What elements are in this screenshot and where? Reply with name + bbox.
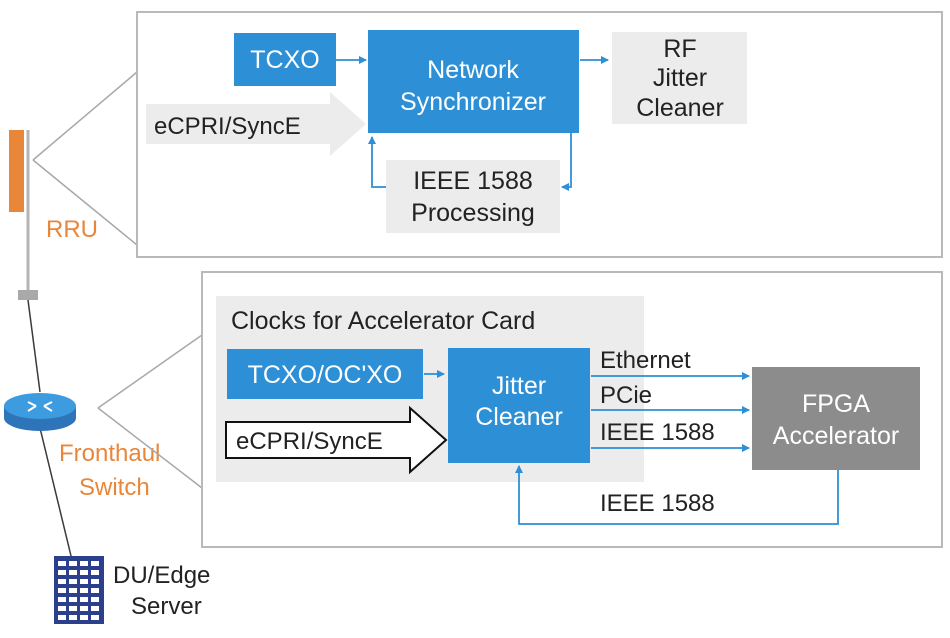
rru-ecpri-synce-arrow (146, 92, 366, 156)
processing-to-sync-arrow (368, 136, 386, 188)
switch-zoom-line-bottom (97, 407, 203, 489)
accel-panel-title: Clocks for Accelerator Card (231, 307, 535, 335)
jitter-cleaner-label-line-1: Jitter (492, 372, 546, 400)
fpga-feedback-arrow (515, 465, 839, 525)
server-window (58, 570, 66, 575)
server-window (69, 615, 77, 620)
rru-antenna-icon (9, 130, 38, 300)
rf-jitter-cleaner-label-line-1: RF (663, 35, 696, 63)
server-window (69, 579, 77, 584)
server-window (80, 579, 88, 584)
server-window (91, 606, 99, 611)
ieee-1588-processing-box (386, 160, 560, 233)
server-window (91, 597, 99, 602)
server-window (69, 597, 77, 602)
server-window (91, 570, 99, 575)
rru-label: RRU (46, 216, 98, 243)
rf-jitter-cleaner-label-line-3: Cleaner (636, 94, 724, 122)
network-synchronizer-label-line-1: Network (427, 56, 519, 84)
server-window (80, 570, 88, 575)
network-synchronizer-box (368, 30, 579, 133)
rru-zoom-line-bottom (32, 159, 138, 246)
fronthaul-switch-label-line-2: Switch (79, 474, 150, 501)
fpga-accelerator-label-line-2: Accelerator (773, 422, 899, 450)
server-window (69, 570, 77, 575)
server-window (91, 579, 99, 584)
rru-tcxo-box (234, 33, 336, 86)
switch-zoom-line-top (97, 334, 203, 409)
tcxo-ocxo-box (227, 349, 423, 399)
switch-to-server-link (39, 427, 73, 561)
du-edge-server-label-line-2: Server (131, 593, 202, 620)
server-window (69, 561, 77, 566)
fronthaul-switch-label-line-1: Fronthaul (59, 440, 160, 467)
network-synchronizer-label-line-2: Synchronizer (400, 88, 546, 116)
server-window (58, 615, 66, 620)
du-edge-server-label-line-1: DU/Edge (113, 562, 210, 589)
ieee-1588-processing-label-line-2: Processing (411, 199, 535, 227)
server-window (69, 606, 77, 611)
server-window (80, 615, 88, 620)
server-window (80, 597, 88, 602)
fpga-accelerator-box (752, 367, 920, 470)
rf-jitter-cleaner-box (612, 32, 747, 124)
tcxo-ocxo-label: TCXO/OC'XO (248, 361, 403, 389)
server-window (58, 579, 66, 584)
server-window (58, 597, 66, 602)
server-window (80, 588, 88, 593)
fronthaul-switch-icon (4, 393, 76, 431)
ieee-1588-processing-label-line-1: IEEE 1588 (413, 167, 533, 195)
fpga-accelerator-label-line-1: FPGA (802, 390, 870, 418)
jitter-cleaner-label-line-2: Cleaner (475, 403, 563, 431)
server-window (91, 588, 99, 593)
server-window (69, 588, 77, 593)
rru-ecpri-synce-label: eCPRI/SyncE (154, 113, 301, 140)
server-icon (54, 556, 104, 624)
rru-to-switch-link (27, 299, 41, 393)
jitter-cleaner-box (448, 348, 590, 463)
link-label-pcie: PCie (600, 382, 652, 409)
accel-ecpri-synce-label: eCPRI/SyncE (236, 428, 383, 455)
server-window (80, 606, 88, 611)
sync-to-processing-arrow (561, 133, 572, 191)
server-window (58, 588, 66, 593)
fpga-feedback-label: IEEE 1588 (600, 490, 715, 517)
server-window (91, 615, 99, 620)
server-window (80, 561, 88, 566)
server-window (58, 561, 66, 566)
link-label-ieee-1588: IEEE 1588 (600, 419, 715, 446)
accel-ecpri-synce-arrow (225, 405, 448, 475)
link-label-ethernet: Ethernet (600, 347, 691, 374)
server-window (91, 561, 99, 566)
rru-tcxo-label: TCXO (250, 46, 319, 74)
server-window (58, 606, 66, 611)
rf-jitter-cleaner-label-line-2: Jitter (653, 64, 707, 92)
rru-zoom-line-top (32, 71, 138, 161)
